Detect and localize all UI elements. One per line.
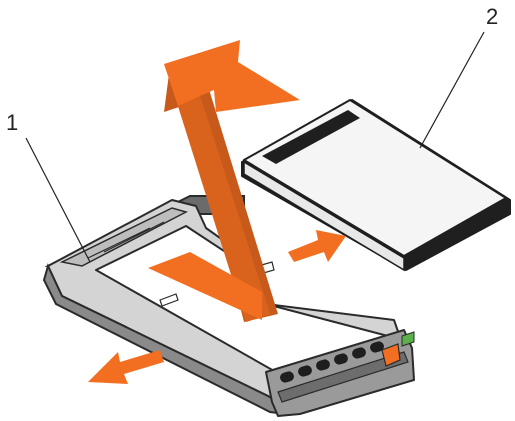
hard-drive xyxy=(242,100,510,270)
callout-1-leader xyxy=(26,138,90,262)
callout-2-leader xyxy=(420,32,484,148)
slide-out-arrow xyxy=(88,350,164,384)
callout-1-label: 1 xyxy=(6,110,18,135)
insert-arrow xyxy=(288,230,346,262)
callout-2-label: 2 xyxy=(486,4,498,29)
